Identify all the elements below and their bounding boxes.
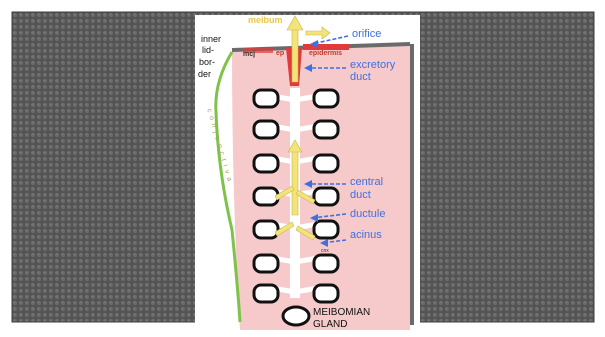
epidermis-label: epidermis	[309, 50, 342, 57]
orifice-label: orifice	[352, 29, 381, 40]
inner-lid-border-label-4: der	[198, 70, 211, 79]
central-duct-label-2: duct	[350, 190, 371, 201]
meibum-label: meibum	[248, 16, 283, 25]
mcj-label: mcj	[243, 51, 255, 58]
acinus-label: acinus	[350, 230, 382, 241]
meibomian-gland-label-1: MEIBOMIAN	[313, 308, 370, 318]
inner-lid-border-label-2: lid-	[202, 46, 214, 55]
excretory-duct-label-2: duct	[350, 72, 371, 83]
cnx-label: cnx	[321, 249, 329, 254]
inner-lid-border-label-1: inner	[201, 35, 221, 44]
central-duct-label-1: central	[350, 177, 383, 188]
inner-lid-border-label-3: bor-	[199, 58, 215, 67]
ductule-label: ductule	[350, 209, 385, 220]
ep-label: ep	[276, 50, 284, 57]
meibomian-gland-label-2: GLAND	[313, 320, 347, 330]
excretory-duct-label-1: excretory	[350, 60, 395, 71]
